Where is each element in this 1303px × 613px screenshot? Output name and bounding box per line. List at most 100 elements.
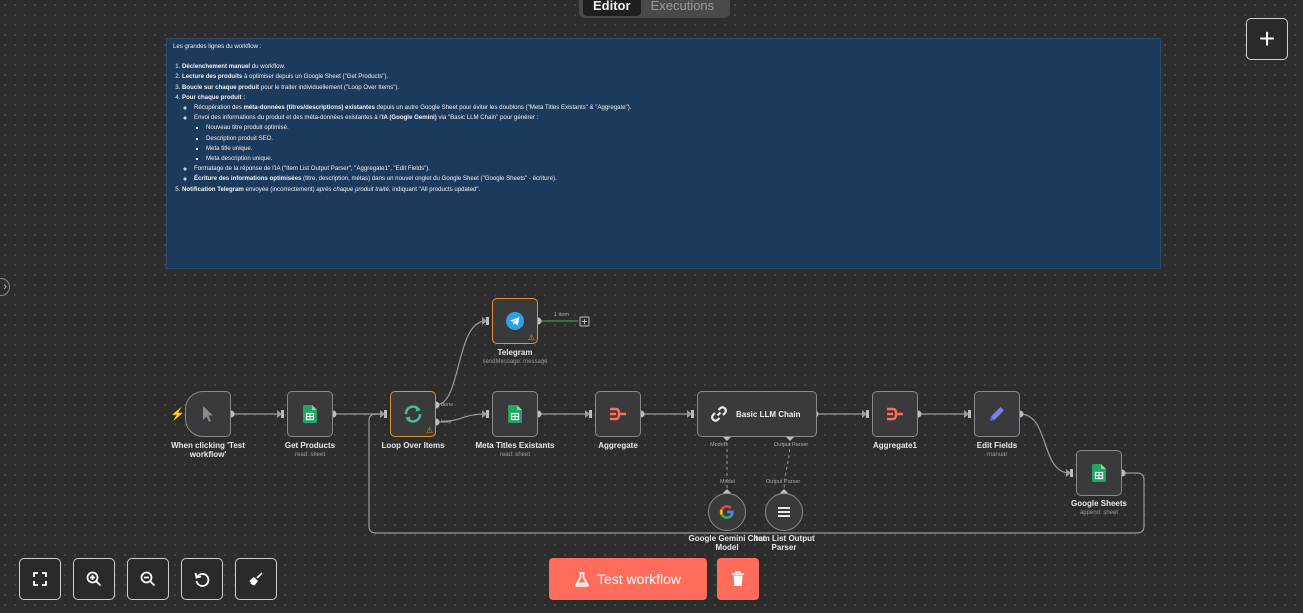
node-google-sheets[interactable]: [1076, 450, 1122, 496]
sticky-substep: Formatage de la réponse de l'IA ("Item L…: [194, 164, 1154, 174]
tidy-up-button[interactable]: [235, 558, 277, 600]
node-get-products[interactable]: [287, 391, 333, 437]
node-label: Get Products: [284, 441, 336, 450]
pencil-icon: [990, 407, 1004, 421]
loop-loop-label: loop: [441, 419, 452, 425]
node-label: Aggregate1: [872, 441, 917, 450]
node-aggregate[interactable]: [595, 391, 641, 437]
node-label: Telegram: [497, 348, 533, 357]
undo-icon: [194, 572, 210, 587]
sticky-bold: IA (Google Gemini): [381, 114, 437, 122]
sticky-text: depuis un autre Google Sheet pour éviter…: [374, 104, 632, 112]
sticky-step: Lecture des produits à optimiser depuis …: [182, 72, 1154, 82]
edge-loop-telegram[interactable]: [435, 320, 487, 406]
node-aggregate1[interactable]: [872, 391, 918, 437]
llm-model-port-label: Model*: [710, 442, 728, 448]
trash-icon: [732, 571, 744, 586]
add-after-telegram-button[interactable]: [579, 316, 590, 327]
flask-icon: [575, 571, 589, 587]
telegram-icon: [506, 312, 524, 330]
edge-loop-meta[interactable]: [435, 413, 487, 423]
fit-view-icon: [33, 572, 47, 586]
plus-icon: +: [1258, 23, 1276, 54]
zoom-in-icon: [86, 571, 102, 587]
warning-icon: ⚠: [425, 426, 433, 435]
sticky-bold: Boucle sur chaque produit: [182, 83, 260, 91]
zoom-out-button[interactable]: [127, 558, 169, 600]
node-title: Basic LLM Chain: [736, 409, 801, 419]
tab-executions[interactable]: Executions: [650, 0, 715, 13]
sticky-text: pour le traiter individuellement ("Loop …: [259, 83, 400, 91]
aggregate-icon: [610, 407, 626, 421]
delete-execution-button[interactable]: [717, 558, 759, 600]
sticky-substep: Récupération des méta-données (titres/de…: [194, 103, 1154, 113]
sticky-italic: après chaque produit traité: [316, 185, 389, 193]
node-edit-fields[interactable]: [974, 391, 1020, 437]
sticky-step: Pour chaque produit : Récupération des m…: [182, 93, 1154, 185]
test-workflow-button[interactable]: Test workflow: [549, 558, 707, 600]
sticky-bold: Pour chaque produit :: [182, 93, 246, 101]
sticky-text: (titre, description, métas) dans un nouv…: [301, 175, 557, 183]
sticky-gen-item: Nouveau titre produit optimisé.: [206, 123, 1154, 133]
node-label: Loop Over Items: [381, 441, 445, 450]
tab-editor[interactable]: Editor: [583, 0, 641, 16]
node-sublabel: read: sheet: [294, 452, 326, 458]
loop-done-label: done: [441, 402, 454, 408]
edge-sheets-loop[interactable]: [368, 413, 1145, 534]
add-node-button[interactable]: +: [1246, 18, 1288, 60]
list-icon: [778, 507, 790, 517]
sticky-text: Récupération des: [194, 104, 244, 112]
sticky-text: Envoi des informations du produit et des…: [194, 114, 382, 122]
zoom-to-fit-button[interactable]: [19, 558, 61, 600]
zoom-in-button[interactable]: [73, 558, 115, 600]
node-basic-llm-chain[interactable]: Basic LLM Chain: [697, 391, 817, 437]
google-sheets-icon: [508, 405, 522, 423]
sticky-list: Déclenchement manuel du workflow. Lectur…: [173, 62, 1154, 195]
node-label: Meta Titles Existants: [475, 441, 555, 450]
reset-zoom-button[interactable]: [181, 558, 223, 600]
sticky-step: Déclenchement manuel du workflow.: [182, 62, 1154, 72]
node-meta-titles[interactable]: [492, 391, 538, 437]
telegram-items-count: 1 item: [554, 312, 569, 318]
cursor-icon: [203, 406, 213, 422]
sticky-text: , indiquant "All products updated".: [388, 185, 481, 193]
sticky-substep: Envoi des informations du produit et des…: [194, 113, 1154, 164]
node-label: Item List Output Parser: [753, 534, 815, 552]
edge-parser-output[interactable]: [783, 436, 791, 494]
zoom-out-icon: [140, 571, 156, 587]
node-loop-over-items[interactable]: ⚠: [390, 391, 436, 437]
sticky-gen-item: Meta title unique.: [206, 144, 1154, 154]
sticky-step: Boucle sur chaque produit pour le traite…: [182, 83, 1154, 93]
sticky-text: envoyée (incorrectement): [243, 185, 317, 193]
google-sheets-icon: [303, 405, 317, 423]
sticky-note[interactable]: Les grandes lignes du workflow : Déclenc…: [166, 38, 1161, 269]
node-manual-trigger[interactable]: [185, 391, 231, 437]
sticky-bold: Lecture des produits: [182, 73, 243, 81]
node-item-list-output-parser[interactable]: [765, 493, 803, 531]
node-label: When clicking 'Test workflow': [171, 441, 245, 459]
edge-editfields-sheets[interactable]: [1019, 413, 1071, 474]
sticky-gen-item: Description produit SEO.: [206, 134, 1154, 144]
google-sheets-icon: [1092, 464, 1106, 482]
node-telegram[interactable]: ⚠: [492, 298, 538, 344]
node-sublabel: read: sheet: [499, 452, 531, 458]
node-label: Google Sheets: [1070, 499, 1127, 508]
node-label: Edit Fields: [976, 441, 1018, 450]
node-sublabel: manual: [987, 452, 1007, 458]
sticky-step: Notification Telegram envoyée (incorrect…: [182, 185, 1154, 195]
parser-port-label: Output Parser: [766, 479, 801, 485]
sticky-substep: Écriture des informations optimisées (ti…: [194, 174, 1154, 184]
sticky-text: à optimiser depuis un Google Sheet ("Get…: [242, 73, 389, 81]
node-sublabel: append: sheet: [1079, 510, 1119, 516]
sticky-intro: Les grandes lignes du workflow :: [173, 43, 262, 50]
view-tabs: Editor Executions: [579, 0, 730, 18]
test-workflow-label: Test workflow: [596, 571, 682, 587]
node-google-gemini[interactable]: [708, 493, 746, 531]
llm-parser-port-label: Output Parser: [774, 442, 809, 448]
sticky-generate-list: Nouveau titre produit optimisé. Descript…: [194, 123, 1154, 164]
node-label: Google Gemini Chat Model: [688, 534, 766, 552]
sticky-bold: Écriture des informations optimisées: [194, 175, 302, 183]
link-icon: [711, 406, 727, 422]
broom-icon: [249, 572, 263, 586]
